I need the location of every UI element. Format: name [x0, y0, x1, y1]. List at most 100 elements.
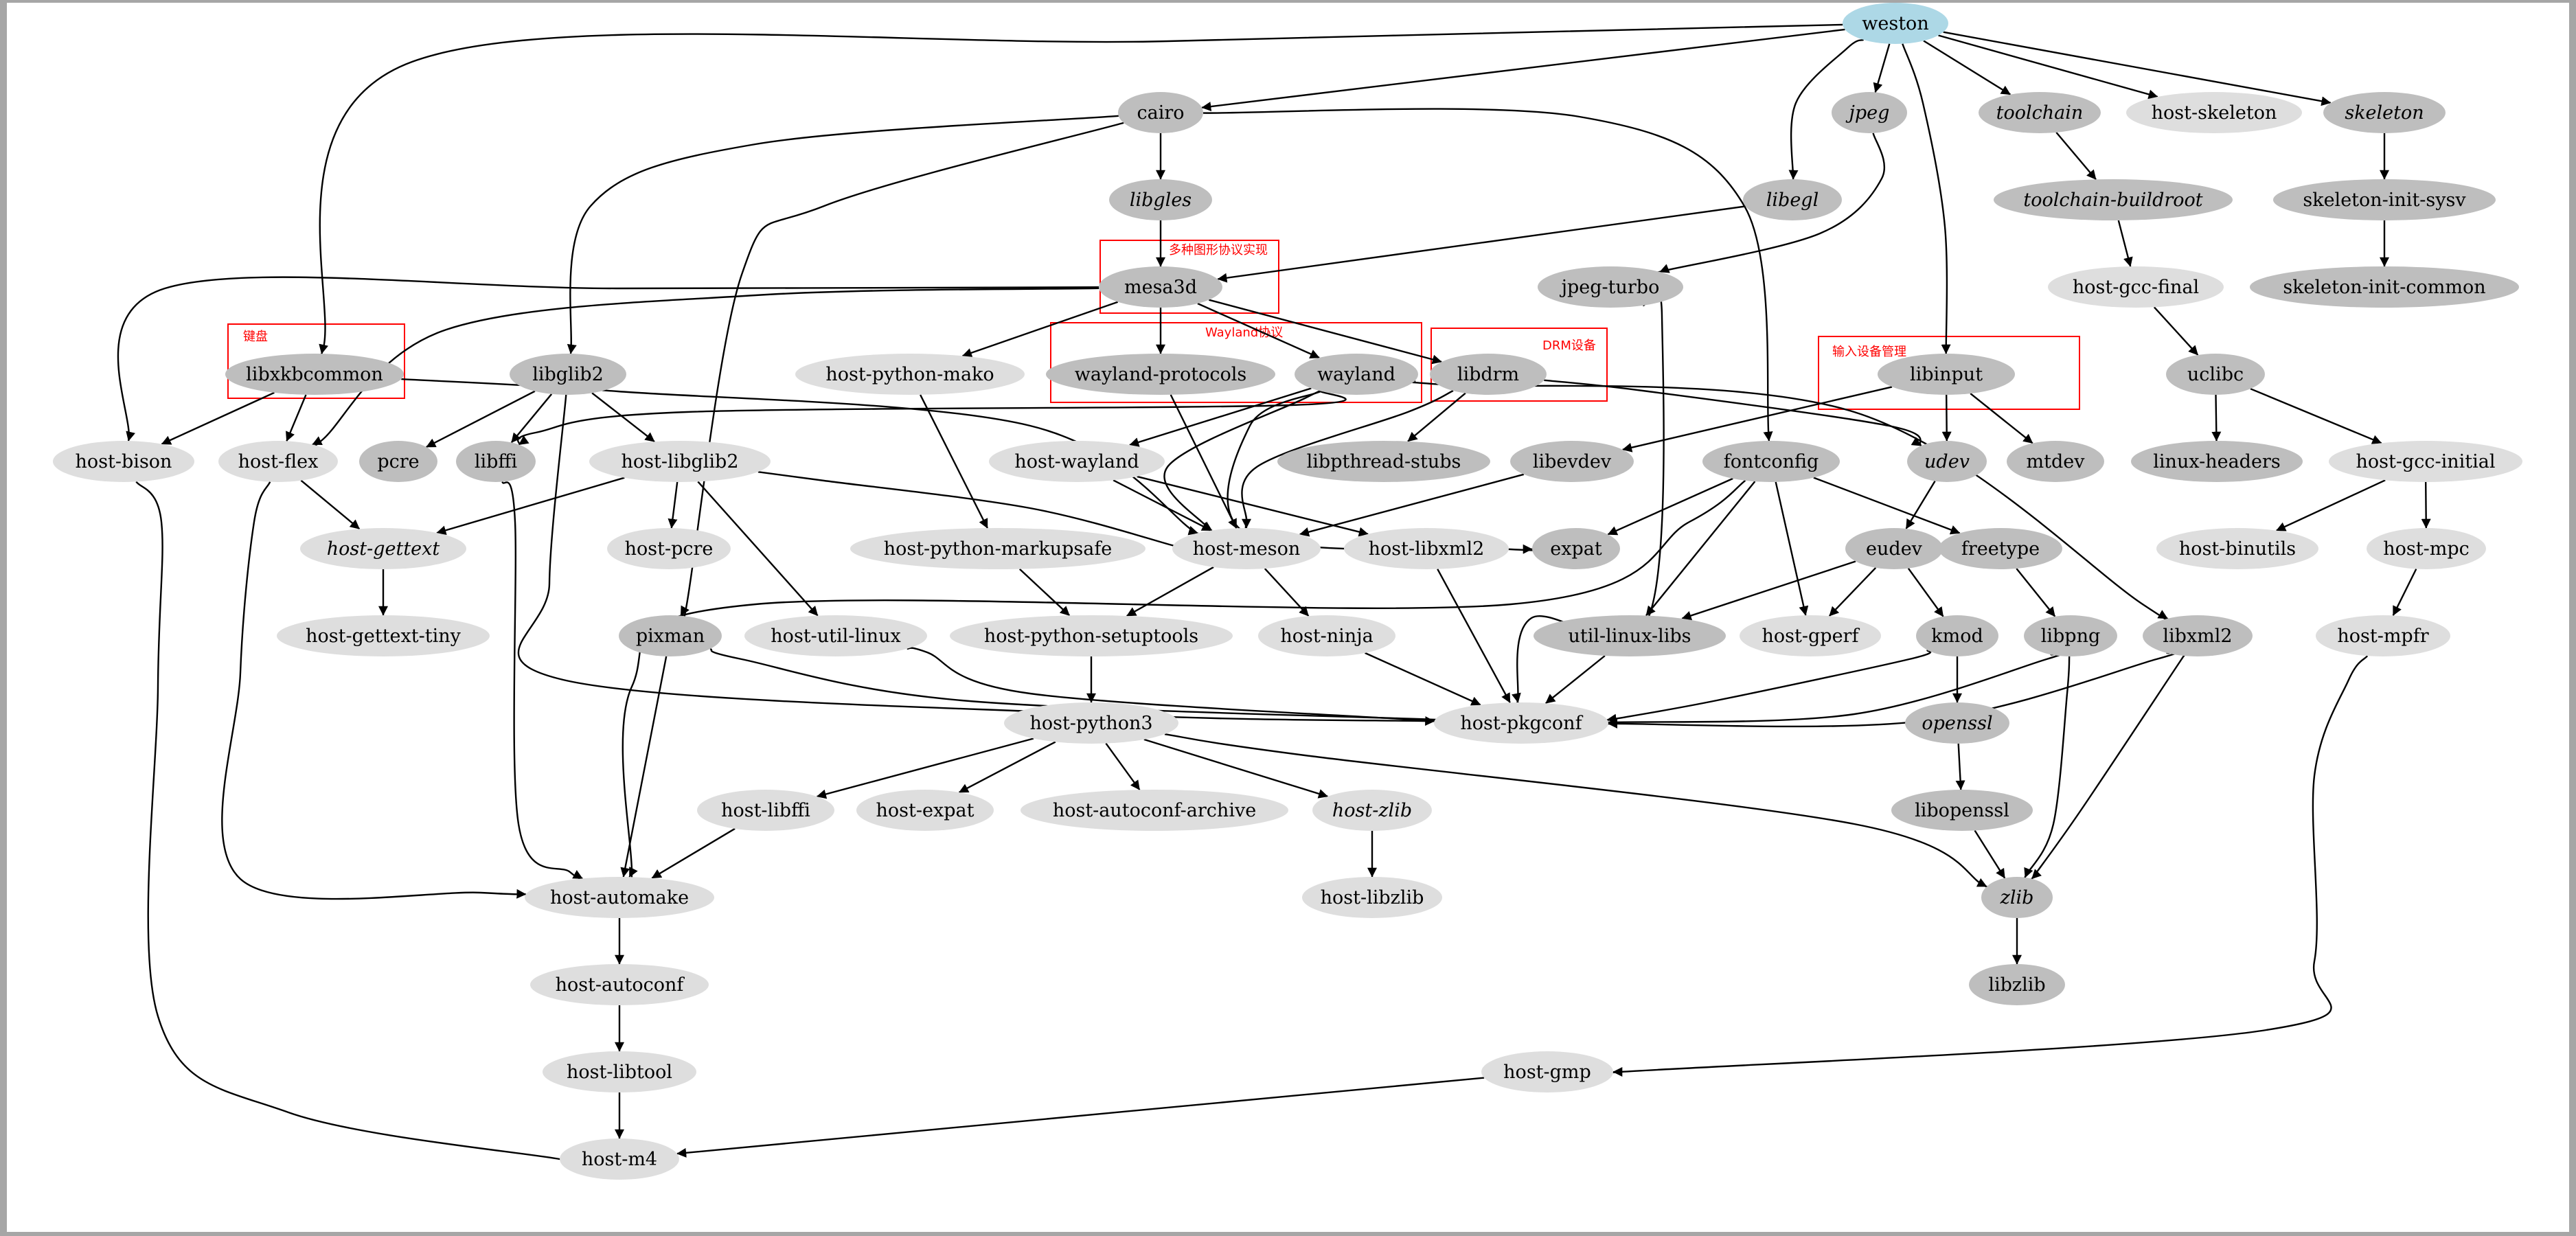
node-label-host-gcc-initial: host-gcc-initial — [2356, 451, 2495, 472]
node-shape-freetype — [1939, 528, 2062, 569]
cluster-label-c_drm: DRM设备 — [1542, 339, 1596, 353]
node-label-skeleton-init-common: skeleton-init-common — [2283, 277, 2485, 298]
node-label-host-zlib: host-zlib — [1332, 800, 1412, 821]
node-shape-udev — [1907, 441, 1987, 482]
edge-cairo-to-libglib2 — [567, 115, 1119, 354]
edge-mesa3d-to-host-python-mako — [961, 301, 1119, 358]
node-label-host-libffi: host-libffi — [721, 800, 810, 821]
node-shape-fontconfig — [1702, 441, 1840, 482]
node-shape-libpng — [2024, 615, 2117, 656]
node-host-libtool: host-libtool — [543, 1051, 696, 1092]
node-shape-libglib2 — [510, 354, 626, 395]
node-host-mpc: host-mpc — [2367, 528, 2486, 569]
node-label-host-gettext-tiny: host-gettext-tiny — [306, 626, 461, 647]
node-toolchain-buildroot: toolchain-buildroot — [1994, 179, 2233, 220]
node-label-host-mpc: host-mpc — [2383, 538, 2469, 560]
edge-libpng-to-zlib — [2022, 656, 2071, 881]
node-eudev: eudev — [1845, 528, 1943, 569]
edge-host-wayland-to-host-meson — [1113, 479, 1212, 531]
node-host-libzlib: host-libzlib — [1302, 877, 1442, 918]
node-shape-mesa3d — [1099, 266, 1222, 308]
node-shape-pixman — [619, 615, 722, 656]
node-shape-wayland-protocols — [1046, 354, 1275, 395]
node-libdrm: libdrm — [1430, 354, 1547, 395]
node-shape-libdrm — [1430, 354, 1547, 395]
node-label-zlib: zlib — [2000, 887, 2034, 908]
edge-libxkbcommon-to-host-bison — [161, 391, 275, 445]
node-weston: weston — [1843, 3, 1948, 44]
edge-uclibc-to-host-gcc-initial — [2250, 388, 2382, 444]
cluster-c_input — [1818, 336, 2080, 410]
node-label-libgles: libgles — [1130, 190, 1192, 211]
node-label-host-python3: host-python3 — [1029, 713, 1152, 734]
node-label-libglib2: libglib2 — [532, 364, 604, 385]
node-host-gmp: host-gmp — [1481, 1051, 1613, 1092]
edge-host-libffi-to-host-automake — [651, 827, 736, 879]
edge-host-gmp-to-host-m4 — [676, 1077, 1485, 1158]
node-libxkbcommon: libxkbcommon — [225, 354, 404, 395]
node-shape-jpeg-turbo — [1538, 266, 1683, 308]
node-skeleton-init-sysv: skeleton-init-sysv — [2273, 179, 2496, 220]
cluster-c_drm — [1431, 328, 1608, 402]
node-shape-toolchain — [1979, 92, 2101, 133]
node-fontconfig: fontconfig — [1702, 441, 1840, 482]
node-host-gperf: host-gperf — [1740, 615, 1881, 656]
node-label-libffi: libffi — [475, 451, 518, 472]
edge-libffi-to-host-automake — [501, 481, 583, 880]
node-label-host-skeleton: host-skeleton — [2152, 102, 2277, 124]
edge-libdrm-to-udev — [1544, 379, 1922, 447]
node-label-host-python-setuptools: host-python-setuptools — [984, 626, 1198, 647]
edge-pixman-to-host-automake — [620, 656, 668, 878]
node-shape-expat — [1532, 528, 1620, 569]
node-shape-host-meson — [1172, 528, 1321, 569]
node-label-host-util-linux: host-util-linux — [771, 626, 900, 647]
node-host-ninja: host-ninja — [1258, 615, 1395, 656]
node-label-host-pcre: host-pcre — [625, 538, 714, 560]
node-label-host-autoconf-archive: host-autoconf-archive — [1053, 800, 1256, 821]
node-libffi: libffi — [456, 441, 536, 482]
node-expat: expat — [1532, 528, 1620, 569]
node-label-cairo: cairo — [1137, 102, 1184, 124]
node-libgles: libgles — [1109, 179, 1212, 220]
node-label-freetype: freetype — [1961, 538, 2040, 560]
node-host-expat: host-expat — [856, 790, 994, 831]
node-host-binutils: host-binutils — [2156, 528, 2318, 569]
node-host-gettext: host-gettext — [300, 528, 466, 569]
edge-freetype-to-libpng — [2016, 568, 2056, 617]
node-host-automake: host-automake — [525, 877, 714, 918]
node-pixman: pixman — [619, 615, 722, 656]
node-host-python3: host-python3 — [1004, 702, 1178, 744]
node-label-skeleton: skeleton — [2345, 102, 2424, 124]
node-shape-libpthread-stubs — [1277, 441, 1490, 482]
node-libevdev: libevdev — [1510, 441, 1634, 482]
edge-host-mpc-to-host-mpfr — [2392, 569, 2417, 616]
node-shape-host-zlib — [1312, 790, 1432, 831]
node-shape-host-libffi — [697, 790, 834, 831]
cluster-c_wayland — [1050, 322, 1422, 403]
edge-fontconfig-to-host-gperf — [1775, 481, 1809, 616]
edge-fontconfig-to-freetype — [1813, 477, 1961, 535]
edge-libdrm-to-libpthread-stubs — [1407, 392, 1466, 442]
node-shape-cairo — [1118, 92, 1203, 133]
edge-host-gcc-initial-to-host-binutils — [2276, 479, 2386, 531]
edge-host-python3-to-host-zlib — [1143, 738, 1328, 799]
edge-mesa3d-to-wayland — [1197, 302, 1320, 359]
node-shape-linux-headers — [2131, 441, 2303, 482]
node-host-util-linux: host-util-linux — [744, 615, 927, 656]
node-shape-host-gettext-tiny — [277, 615, 490, 656]
node-label-fontconfig: fontconfig — [1724, 451, 1819, 472]
node-shape-host-gcc-final — [2048, 266, 2224, 308]
node-shape-host-binutils — [2156, 528, 2318, 569]
node-label-libxml2: libxml2 — [2163, 626, 2232, 647]
node-label-jpeg-turbo: jpeg-turbo — [1560, 277, 1660, 298]
node-label-weston: weston — [1862, 13, 1928, 34]
edge-libdrm-to-host-meson — [1241, 389, 1454, 529]
node-label-toolchain-buildroot: toolchain-buildroot — [2023, 190, 2202, 211]
node-shape-host-libtool — [543, 1051, 696, 1092]
node-shape-host-autoconf-archive — [1021, 790, 1288, 831]
node-label-expat: expat — [1550, 538, 1602, 560]
node-shape-libzlib — [1969, 964, 2065, 1005]
edge-cairo-to-pixman — [679, 122, 1124, 634]
node-shape-pcre — [359, 441, 437, 482]
node-shape-weston — [1843, 3, 1948, 44]
